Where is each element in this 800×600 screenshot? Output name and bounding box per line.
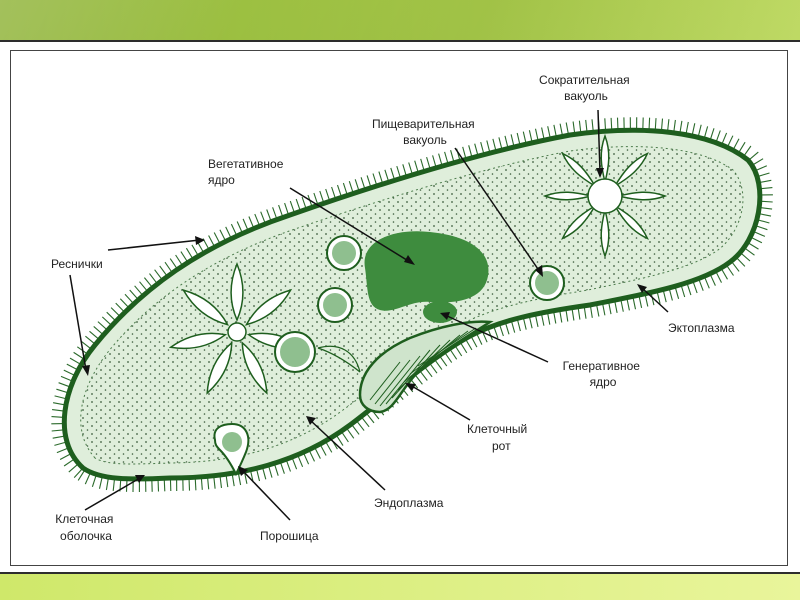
label-generative-nucleus: Генеративное ядро [563,359,644,389]
label-digestive-vacuole: Пищеварительная вакуоль [372,117,478,147]
label-cilia: Реснички [51,257,103,271]
label-cell-membrane: Клеточная оболочка [55,512,116,543]
label-contractile-vacuole: Сократительная вакуоль [539,73,633,103]
generative-nucleus [423,301,457,323]
label-ectoplasm: Эктоплазма [668,321,735,335]
contractile-vacuole-right [545,136,665,256]
label-anal-pore: Порошица [260,529,319,543]
label-cell-mouth: Клеточный рот [467,422,531,453]
label-vegetative-nucleus: Вегетативное ядро [208,157,287,187]
label-endoplasm: Эндоплазма [374,496,444,510]
